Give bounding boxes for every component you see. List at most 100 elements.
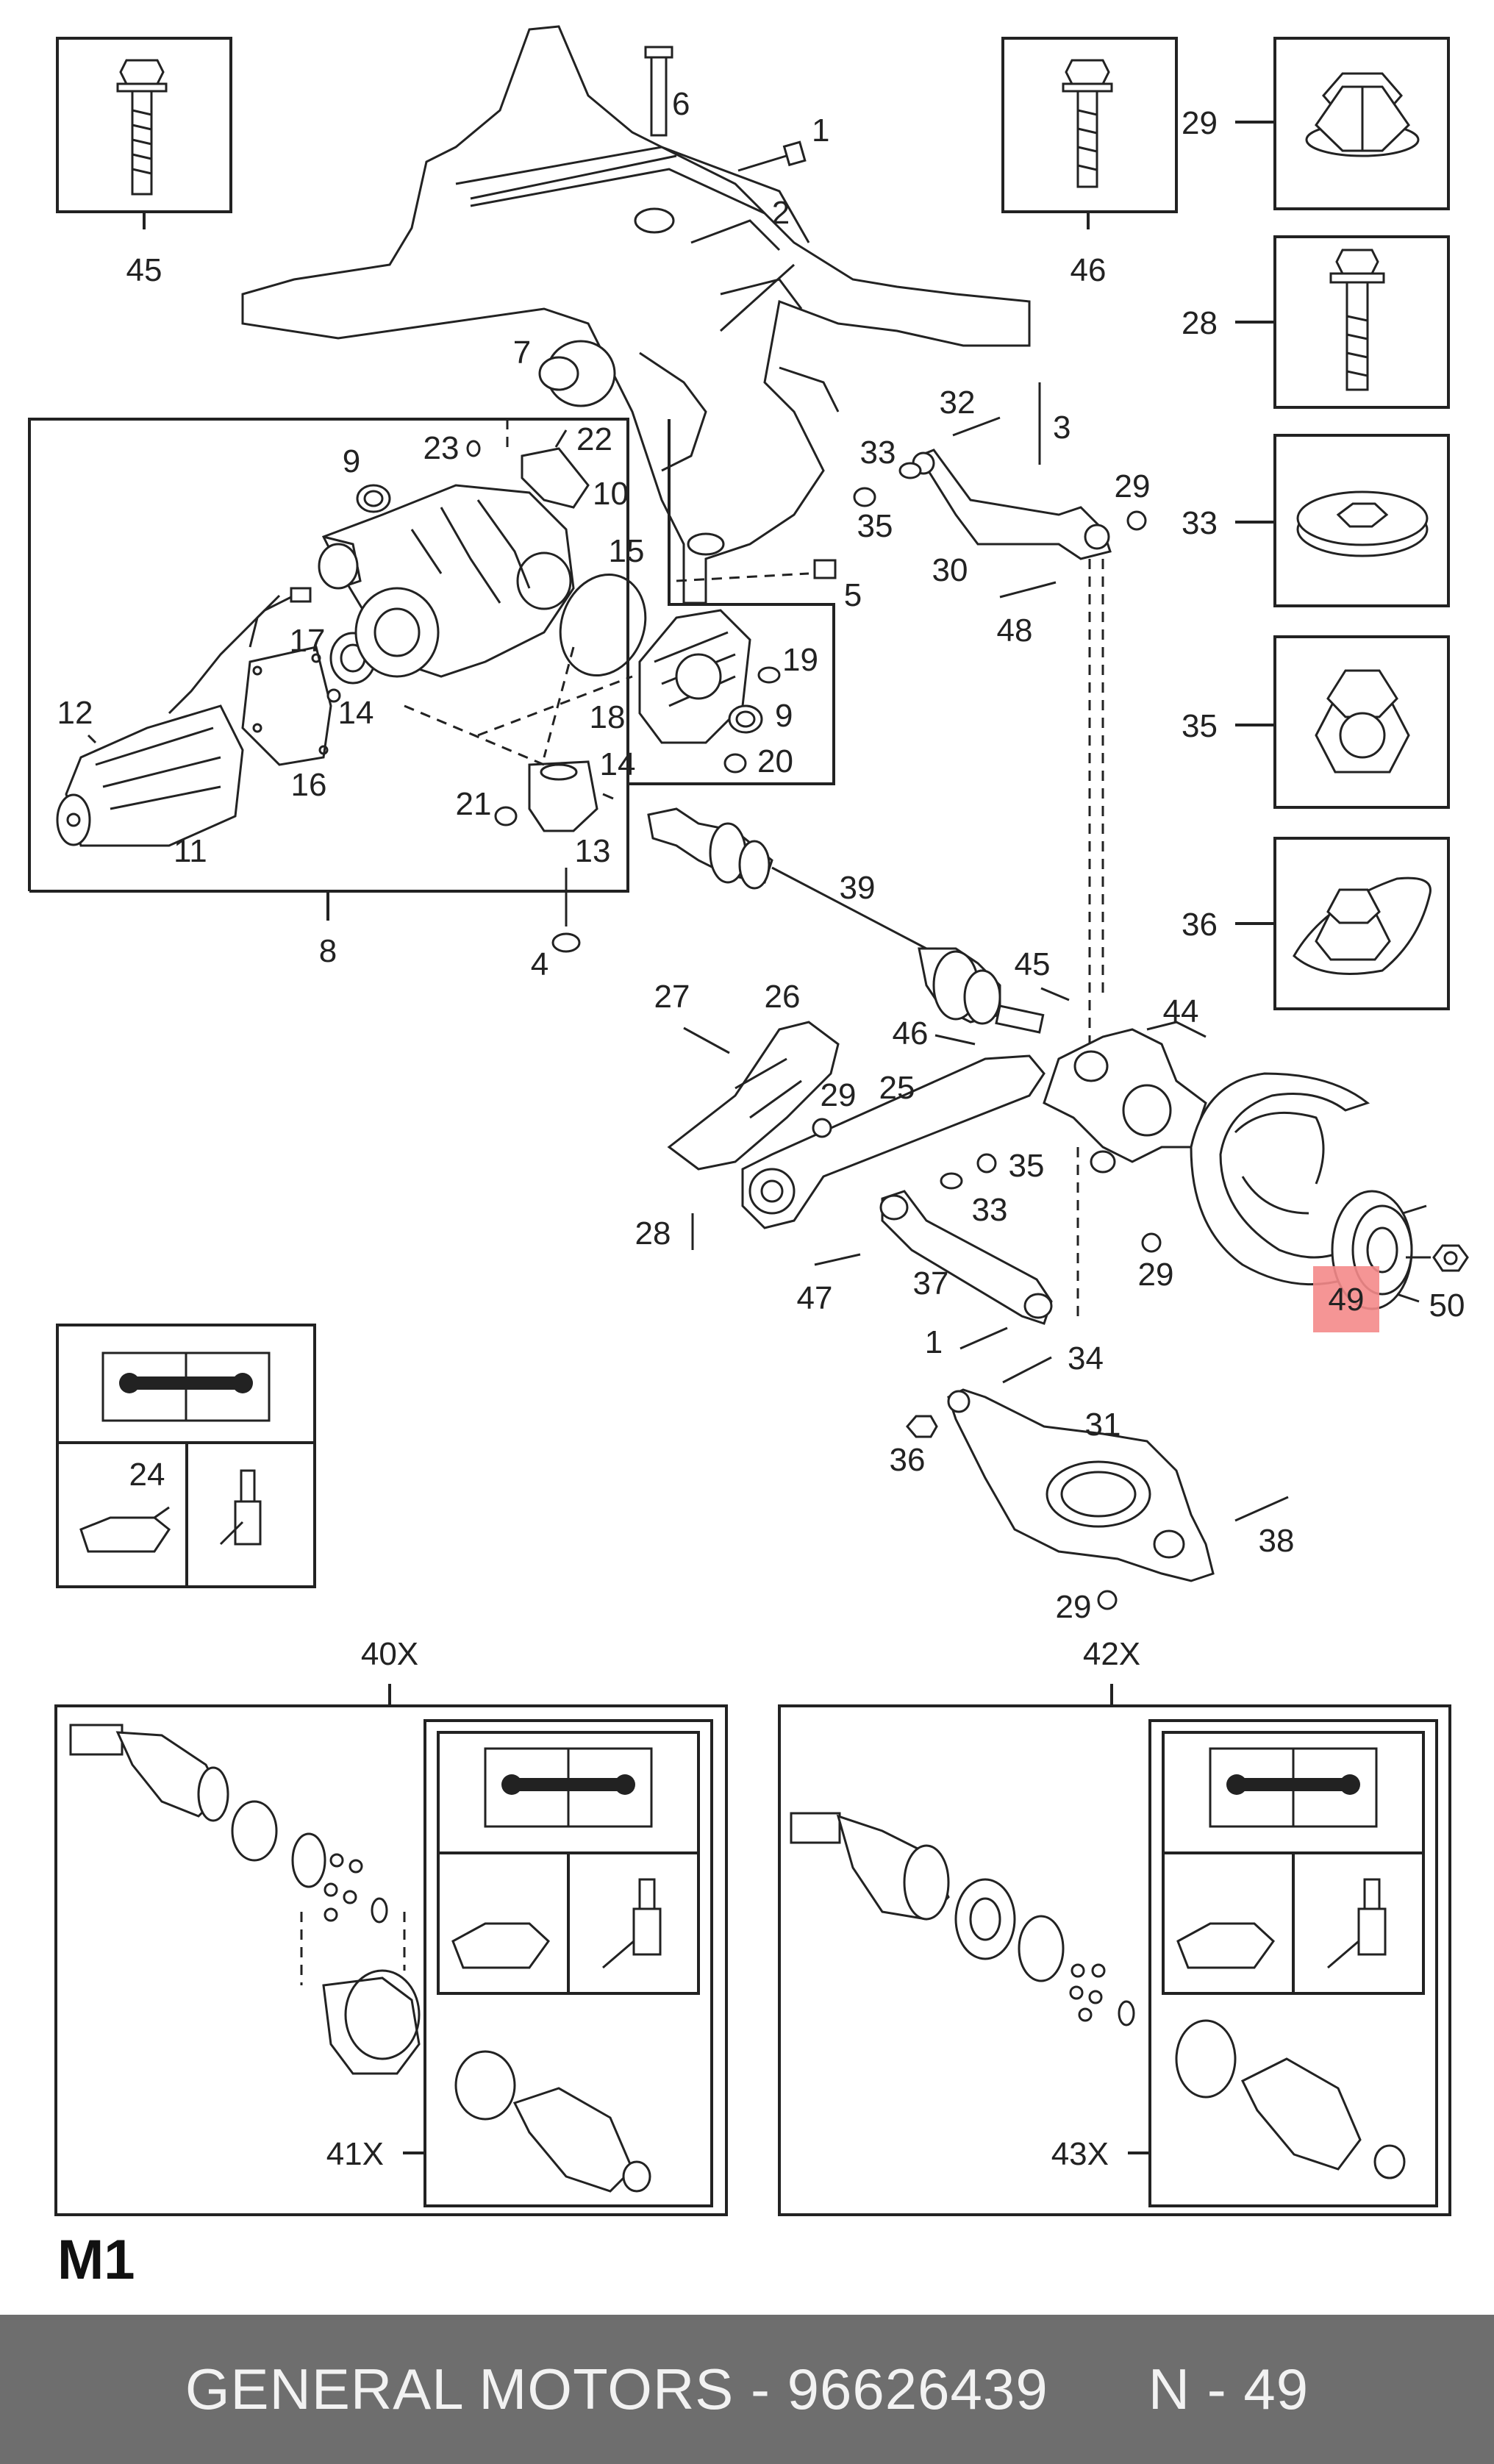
- knuckle-44: 44: [1043, 993, 1207, 1174]
- footer-part-number: 96626439: [787, 2357, 1048, 2421]
- brake-shield: [1190, 1072, 1370, 1286]
- rear-subframe: 2: [241, 25, 1031, 604]
- callout-25: 25: [879, 1070, 915, 1106]
- callout-50: 50: [1429, 1288, 1465, 1324]
- callout-27: 27: [654, 979, 690, 1015]
- cv-boot: [322, 1969, 421, 2075]
- callout-34: 34: [1068, 1340, 1104, 1376]
- washer-33a: 33: [860, 435, 922, 479]
- footer-brand: GENERAL MOTORS: [185, 2357, 735, 2421]
- service-manual-icon: [1209, 1747, 1378, 1828]
- callout-43x: 43X: [1051, 2136, 1109, 2172]
- differential-assembly-box: 8 11 16 12 17 14: [28, 418, 862, 969]
- callout-46b: 46: [893, 1015, 929, 1051]
- nut-50: 50: [1429, 1244, 1469, 1324]
- differential-housing-11: 11: [56, 704, 244, 869]
- nut-5: 5: [813, 559, 862, 613]
- callout-46: 46: [1071, 252, 1107, 288]
- callout-19: 19: [782, 642, 818, 678]
- callout-47: 47: [797, 1280, 833, 1316]
- callout-45b: 45: [1015, 946, 1051, 982]
- sealant-bottle-icon: [219, 1469, 262, 1546]
- bolt-22: 22: [554, 421, 612, 457]
- callout-29e: 29: [1056, 1589, 1092, 1625]
- boot-kit-41x: [454, 2050, 651, 2193]
- exploded-parts-diagram: 45 46 29 28: [28, 25, 1469, 2216]
- nut-36a: 36: [890, 1415, 938, 1478]
- bolt-47: 47: [797, 1253, 861, 1316]
- callout-26: 26: [765, 979, 801, 1015]
- bolt-38: 38: [1234, 1496, 1295, 1559]
- drive-shaft-39: 39: [647, 807, 1045, 1034]
- gasket-16: 16: [241, 646, 332, 803]
- bolt-48: 48: [997, 581, 1057, 649]
- callout-21: 21: [456, 786, 492, 822]
- fastener-box-36: 36: [1182, 837, 1450, 1010]
- bolt-27: 27: [654, 979, 730, 1054]
- bolt-1-top: 1: [737, 113, 829, 172]
- callout-38: 38: [1259, 1523, 1295, 1559]
- fastener-box-46: 46: [1001, 37, 1178, 288]
- callout-45: 45: [126, 252, 162, 288]
- cv-joint-kit-42x: 42X: [778, 1636, 1451, 2216]
- toe-link-37: 37: [879, 1190, 1053, 1325]
- fastener-box-45: 45: [56, 37, 232, 288]
- fastener-box-33: 33: [1182, 434, 1450, 607]
- bracket-26: 26: [667, 979, 840, 1171]
- callout-20: 20: [757, 743, 793, 779]
- nut-35a: 35: [853, 487, 893, 544]
- callout-24: 24: [129, 1457, 165, 1493]
- callout-9b: 9: [775, 698, 793, 734]
- callout-31: 31: [1085, 1407, 1121, 1443]
- callout-36: 36: [1182, 907, 1218, 943]
- cv-joint-outer: [790, 1812, 950, 1921]
- sealant-bottle-icon: [1327, 1878, 1387, 1969]
- nut-29d: 29: [1138, 1232, 1174, 1293]
- breather-23: 23: [423, 430, 481, 466]
- callout-22: 22: [576, 421, 612, 457]
- link-25: 25: [741, 1054, 1046, 1229]
- callout-33: 33: [1182, 505, 1218, 541]
- callout-35b: 35: [1009, 1148, 1045, 1184]
- callout-1b: 1: [925, 1324, 943, 1360]
- callout-29d: 29: [1138, 1257, 1174, 1293]
- washer-33b: 33: [940, 1172, 1007, 1228]
- cap-19: 19: [757, 642, 818, 684]
- cv-joint-outer: [69, 1724, 229, 1822]
- bolt-46b: 46: [893, 1015, 976, 1051]
- bolt-4: 4: [531, 868, 581, 982]
- plug-20: 20: [723, 743, 793, 779]
- bracket-10: 10: [521, 447, 629, 512]
- callout-48: 48: [997, 613, 1033, 649]
- lower-control-arm-31: 31: [947, 1388, 1215, 1582]
- cover-18: 18: [590, 609, 751, 744]
- callout-3: 3: [1053, 410, 1071, 446]
- callout-18: 18: [590, 699, 626, 735]
- callout-1: 1: [812, 113, 829, 149]
- callout-2: 2: [772, 195, 790, 231]
- callout-28b: 28: [635, 1215, 671, 1251]
- callout-35: 35: [1182, 708, 1218, 744]
- footer-separator: -: [751, 2357, 771, 2421]
- nut-29b: 29: [1115, 468, 1151, 531]
- callout-10: 10: [593, 476, 629, 512]
- seal-9-left: 9: [343, 443, 391, 513]
- callout-49: 49: [1329, 1282, 1365, 1318]
- callout-29b: 29: [1115, 468, 1151, 504]
- callout-12: 12: [57, 695, 93, 731]
- callout-42x: 42X: [1083, 1636, 1140, 1672]
- callout-23: 23: [423, 430, 460, 466]
- callout-29: 29: [1182, 105, 1218, 141]
- highlight-49: [1313, 1266, 1379, 1332]
- nut-29e: 29: [1056, 1589, 1118, 1625]
- callout-29c: 29: [821, 1077, 857, 1113]
- callout-36a: 36: [890, 1442, 926, 1478]
- bolt-1-bottom: 1: [925, 1324, 1008, 1360]
- upper-control-arm-30: 30: [912, 449, 1112, 588]
- grease-can-icon: [451, 1922, 550, 1969]
- callout-7: 7: [513, 335, 531, 371]
- callout-14: 14: [338, 695, 374, 731]
- callout-35a: 35: [857, 508, 893, 544]
- callout-28: 28: [1182, 305, 1218, 341]
- callout-44: 44: [1163, 993, 1199, 1029]
